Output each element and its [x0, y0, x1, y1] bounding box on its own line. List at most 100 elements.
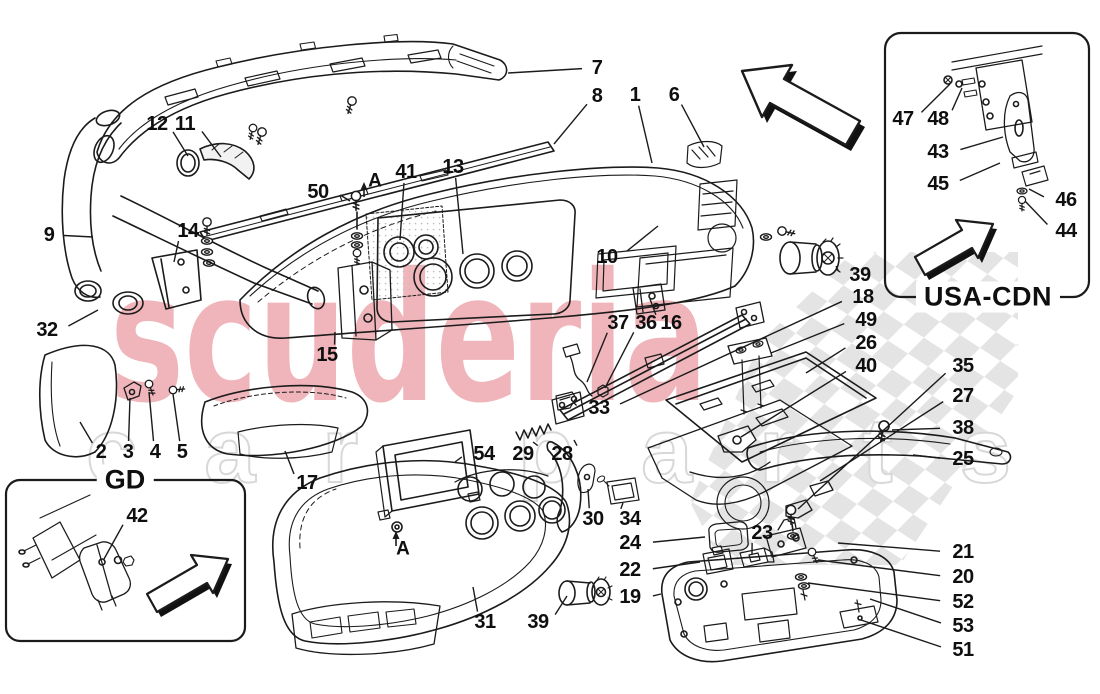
gd-inset-title: GD: [96, 464, 154, 496]
leader-line-42: [103, 524, 124, 560]
exploded-view-line-art: [18, 33, 1049, 663]
part-callout-44: 44: [1055, 220, 1077, 242]
leader-line-19: [652, 593, 662, 597]
leader-line-1: [637, 105, 653, 164]
part-callout-33: 33: [588, 397, 610, 419]
ref-marker-arrow-icon: [392, 531, 400, 546]
part-callout-19: 19: [619, 586, 641, 608]
part-callout-34: 34: [619, 508, 641, 530]
part-callout-29: 29: [512, 443, 534, 465]
part-callout-36: 36: [635, 312, 657, 334]
leader-line-18: [619, 300, 843, 405]
part-callout-23: 23: [751, 522, 773, 544]
part-callout-50: 50: [307, 181, 329, 203]
part-callout-3: 3: [122, 441, 134, 463]
part-callout-41: 41: [395, 161, 417, 183]
usa-cdn-inset-title: USA-CDN: [916, 281, 1060, 313]
leader-line-45: [959, 162, 1001, 182]
part-callout-54: 54: [473, 443, 495, 465]
leader-line-48: [951, 87, 963, 111]
part-callout-2: 2: [95, 441, 107, 463]
leader-line-8: [553, 103, 588, 145]
leader-line-54: [454, 456, 463, 463]
leader-line-12: [172, 131, 189, 157]
part-callout-35: 35: [952, 355, 974, 377]
part-callout-11: 11: [174, 113, 196, 135]
leader-line-37: [586, 332, 608, 383]
leader-line-30: [587, 488, 590, 509]
part-callout-5: 5: [176, 441, 188, 463]
gd-arrow-icon: [145, 553, 230, 614]
part-callout-15: 15: [316, 344, 338, 366]
leader-lines: [63, 67, 1048, 648]
part-callout-28: 28: [551, 443, 573, 465]
part-callout-37: 37: [607, 312, 629, 334]
leader-line-13: [454, 177, 464, 255]
leader-line-46: [1028, 188, 1045, 198]
part-callout-27: 27: [952, 385, 974, 407]
part-callout-7: 7: [591, 57, 603, 79]
leader-line-53: [869, 598, 942, 624]
part-callout-32: 32: [36, 319, 58, 341]
part-callout-16: 16: [660, 312, 682, 334]
direction-arrows: [145, 63, 997, 617]
part-callout-9: 9: [43, 224, 55, 246]
part-callout-39: 39: [849, 264, 871, 286]
leader-line-3: [127, 397, 131, 442]
part-callout-38: 38: [952, 417, 974, 439]
leader-line-10: [626, 225, 659, 252]
leader-line-9: [63, 234, 94, 238]
leader-line-31: [472, 586, 479, 612]
part-callout-10: 10: [596, 246, 618, 268]
leader-line-43: [960, 136, 1004, 151]
leader-line-24: [652, 536, 706, 543]
ref-marker-A-2: A: [396, 538, 410, 560]
part-callout-14: 14: [177, 220, 199, 242]
leader-line-29: [532, 441, 539, 447]
leader-line-2: [79, 421, 94, 444]
part-callout-30: 30: [582, 508, 604, 530]
part-callout-6: 6: [668, 84, 680, 106]
leader-line-34: [620, 502, 624, 510]
leader-line-7: [507, 67, 583, 74]
leader-line-41: [399, 182, 405, 241]
part-callout-42: 42: [126, 505, 148, 527]
part-callout-25: 25: [952, 448, 974, 470]
leader-line-6: [680, 104, 705, 148]
leader-line-5: [172, 393, 181, 442]
part-callout-39: 39: [527, 611, 549, 633]
leader-line-39: [835, 265, 840, 272]
leader-line-17: [284, 450, 295, 475]
leader-line-21: [837, 542, 941, 552]
leader-line-47: [920, 83, 951, 113]
part-callout-13: 13: [442, 156, 464, 178]
part-callout-20: 20: [952, 566, 974, 588]
leader-line-14: [173, 240, 180, 263]
leader-line-27: [819, 401, 944, 482]
leader-line-44: [1024, 200, 1048, 225]
part-callout-21: 21: [952, 541, 974, 563]
leader-line-20: [817, 559, 941, 577]
leader-line-35: [797, 372, 947, 510]
leader-line-49: [770, 322, 845, 354]
leader-line-51: [860, 619, 942, 648]
top-arrow-icon: [740, 63, 862, 147]
leader-line-38: [891, 427, 941, 431]
leader-line-52: [807, 582, 941, 602]
part-callout-52: 52: [952, 591, 974, 613]
ref-marker-A-1: A: [368, 170, 382, 192]
part-callout-22: 22: [619, 559, 641, 581]
usa-arrow-icon: [913, 218, 995, 277]
leader-line-4: [148, 391, 155, 442]
leader-line-36: [604, 331, 635, 389]
part-callout-17: 17: [296, 472, 318, 494]
leader-line-40: [740, 370, 847, 438]
part-callout-8: 8: [591, 85, 603, 107]
part-callout-51: 51: [952, 639, 974, 661]
leader-line-32: [68, 309, 99, 327]
part-callout-40: 40: [855, 355, 877, 377]
part-callout-53: 53: [952, 615, 974, 637]
